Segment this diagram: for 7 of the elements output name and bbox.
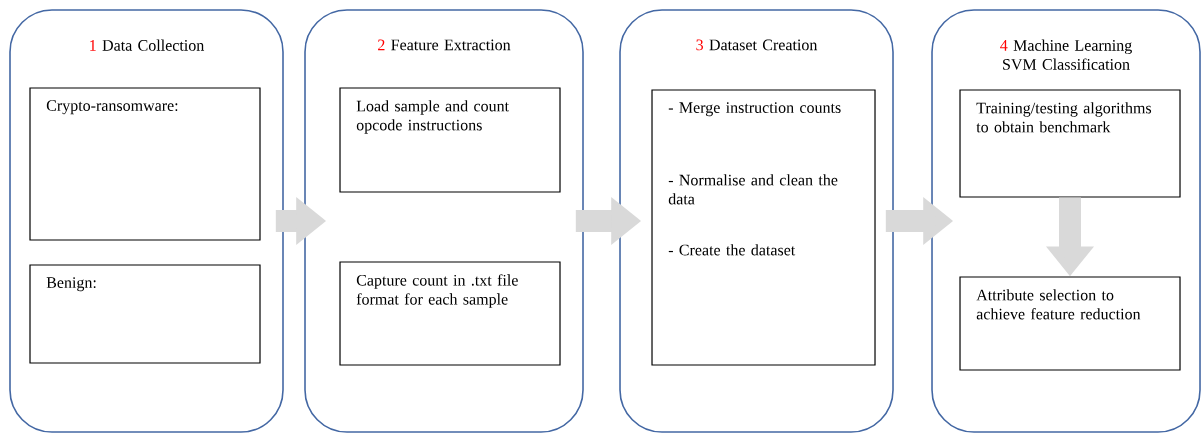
text-box: - Merge instruction counts - Normalise and clean the data - Create the dataset: [651, 89, 876, 366]
text-box: Crypto-ransomware:: [29, 87, 261, 241]
text-box: Training/testing algorithms to obtain benchmark: [959, 89, 1181, 198]
text-box: Load sample and count opcode instructions: [339, 87, 561, 193]
text-box: Attribute selection to achieve feature reduction: [959, 276, 1181, 371]
text-box: Benign:: [29, 264, 261, 364]
text-box: Capture count in .txt file format for each sample: [339, 261, 561, 366]
